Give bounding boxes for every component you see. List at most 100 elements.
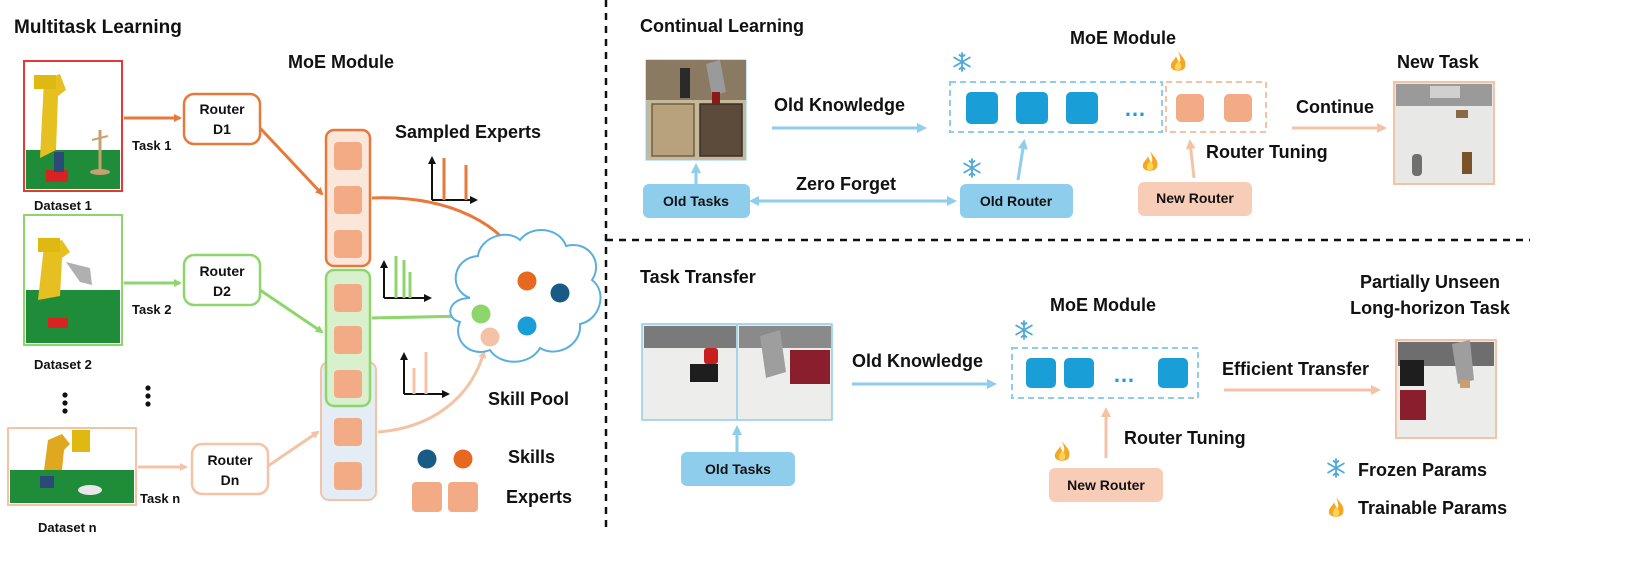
dataset-1-label: Dataset 1 — [34, 198, 92, 213]
svg-text:D2: D2 — [213, 283, 231, 299]
frozen-expert-block — [1016, 92, 1048, 124]
skill-pool-cloud — [449, 228, 602, 363]
svg-text:New Router: New Router — [1156, 190, 1234, 206]
skill-dot — [517, 271, 537, 291]
zero-forget-label: Zero Forget — [796, 174, 896, 194]
skill-pool-label: Skill Pool — [488, 389, 569, 409]
target-task-label-line1: Partially Unseen — [1360, 272, 1500, 292]
router-d1: Router D1 — [182, 92, 262, 146]
transfer-new-router-box: New Router — [1049, 468, 1163, 502]
expert-block — [334, 142, 362, 170]
sampled-experts-chart-3 — [400, 352, 450, 398]
legend-skill-dot-orange — [453, 449, 473, 469]
continual-old-knowledge-label: Old Knowledge — [774, 95, 905, 115]
router-dn: Router Dn — [190, 442, 270, 496]
skill-dot — [550, 283, 570, 303]
expert-block — [334, 284, 362, 312]
dataset-ellipsis — [62, 385, 151, 414]
flame-icon — [1170, 51, 1186, 71]
task-1-label: Task 1 — [132, 138, 172, 153]
new-task-label: New Task — [1397, 52, 1480, 72]
transfer-router-tuning-label: Router Tuning — [1124, 428, 1246, 448]
flame-icon — [1054, 441, 1070, 461]
multitask-title: Multitask Learning — [14, 17, 182, 38]
target-task-image — [1395, 339, 1497, 439]
old-router-up-arrow — [1016, 139, 1028, 181]
router-d2-arrow — [259, 288, 324, 334]
expert-block — [334, 326, 362, 354]
svg-text:Old Router: Old Router — [980, 193, 1053, 209]
svg-text:Router: Router — [199, 263, 245, 279]
target-task-label-line2: Long-horizon Task — [1350, 298, 1511, 318]
continual-moe-module: … — [949, 81, 1267, 133]
dataset-n-image — [7, 427, 137, 506]
legend-expert-block — [412, 482, 442, 512]
moe-expert-column — [320, 128, 377, 501]
continual-moe-title: MoE Module — [1070, 28, 1176, 48]
svg-text:New Router: New Router — [1067, 477, 1145, 493]
frozen-expert-block — [966, 92, 998, 124]
expert-block — [334, 370, 362, 398]
sampled-experts-chart-1 — [428, 156, 478, 204]
continual-title: Continual Learning — [640, 16, 804, 36]
continual-router-tuning-label: Router Tuning — [1206, 142, 1328, 162]
snowflake-icon — [953, 52, 971, 72]
snowflake-icon — [1327, 458, 1345, 478]
transfer-title: Task Transfer — [640, 267, 756, 287]
svg-text:Router: Router — [207, 452, 253, 468]
dataset-2-label: Dataset 2 — [34, 357, 92, 372]
transfer-moe-module: … — [1011, 347, 1199, 399]
frozen-expert-block — [1158, 358, 1188, 388]
legend-skills-label: Skills — [508, 447, 555, 467]
trainable-expert-block — [1176, 94, 1204, 122]
peach-to-skillpool-arrow — [377, 350, 487, 434]
continual-old-router-box: Old Router — [960, 184, 1073, 218]
continual-new-router-up-arrow — [1185, 139, 1196, 179]
legend-experts-label: Experts — [506, 487, 572, 507]
svg-text:…: … — [1113, 362, 1135, 387]
efficient-transfer-label: Efficient Transfer — [1222, 359, 1369, 379]
router-d2: Router D2 — [182, 253, 262, 307]
legend-frozen-label: Frozen Params — [1358, 460, 1487, 480]
expert-block — [334, 418, 362, 446]
sampled-experts-label: Sampled Experts — [395, 122, 541, 142]
frozen-expert-block — [1026, 358, 1056, 388]
continue-label: Continue — [1296, 97, 1374, 117]
skill-dot — [471, 304, 491, 324]
legend-trainable-label: Trainable Params — [1358, 498, 1507, 518]
svg-text:Old Tasks: Old Tasks — [705, 461, 771, 477]
svg-text:Dn: Dn — [221, 472, 240, 488]
trainable-expert-block — [1224, 94, 1252, 122]
sampled-experts-chart-2 — [380, 256, 432, 302]
transfer-moe-title: MoE Module — [1050, 295, 1156, 315]
snowflake-icon — [963, 158, 981, 178]
transfer-old-task-image — [641, 323, 833, 421]
continual-old-tasks-box: Old Tasks — [643, 184, 750, 218]
dataset-n-label: Dataset n — [38, 520, 97, 535]
continual-new-router-box: New Router — [1138, 182, 1252, 216]
skill-dot — [480, 327, 500, 347]
expert-block — [334, 186, 362, 214]
frozen-expert-block — [1066, 92, 1098, 124]
legend-skill-dot-blue — [417, 449, 437, 469]
frozen-expert-block — [1064, 358, 1094, 388]
expert-block — [334, 230, 362, 258]
snowflake-icon — [1015, 320, 1033, 340]
task-2-label: Task 2 — [132, 302, 172, 317]
dataset-2-image — [23, 214, 123, 346]
task-n-label: Task n — [140, 491, 180, 506]
dataset-1-image — [23, 60, 123, 192]
svg-text:D1: D1 — [213, 121, 231, 137]
router-dn-arrow — [267, 430, 320, 468]
transfer-old-knowledge-label: Old Knowledge — [852, 351, 983, 371]
svg-text:Router: Router — [199, 101, 245, 117]
legend-expert-block — [448, 482, 478, 512]
expert-block — [334, 462, 362, 490]
skill-dot — [517, 316, 537, 336]
svg-text:…: … — [1124, 96, 1146, 121]
svg-text:Old Tasks: Old Tasks — [663, 193, 729, 209]
flame-icon — [1328, 497, 1344, 517]
transfer-old-tasks-box: Old Tasks — [681, 452, 795, 486]
flame-icon — [1142, 151, 1158, 171]
